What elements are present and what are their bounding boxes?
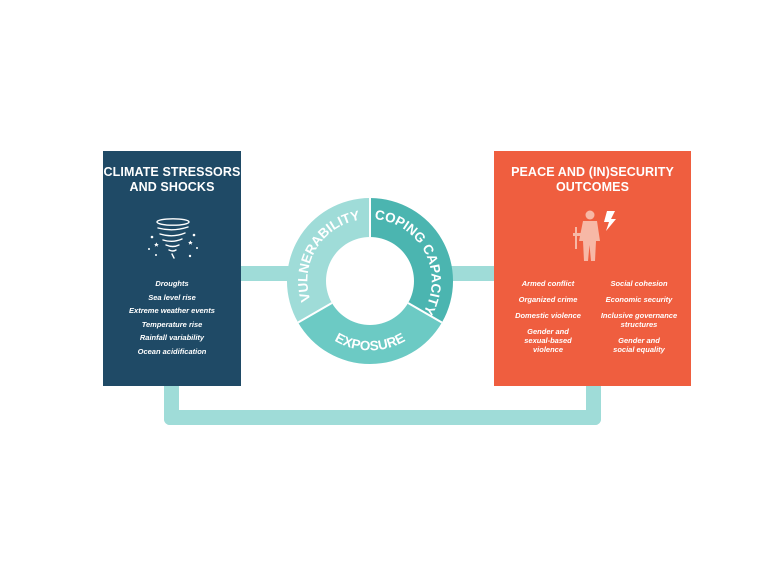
ring-segment-exposure: [298, 303, 442, 365]
feedback-loop-bottom: [164, 410, 601, 425]
list-item: Organized crime: [508, 295, 588, 304]
item-line: Inclusive governance: [600, 311, 678, 320]
list-item: Gender and social equality: [594, 336, 684, 354]
item-line: structures: [620, 320, 658, 329]
list-item: Social cohesion: [594, 279, 684, 288]
list-item: Gender and sexual-based violence: [508, 327, 588, 354]
tornado-icon: [148, 218, 198, 259]
armed-soldier-lightning-icon: [573, 210, 616, 261]
list-item: Armed conflict: [508, 279, 588, 288]
list-item: Inclusive governance structures: [594, 311, 684, 329]
peace-security-title: PEACE AND (IN)SECURITY OUTCOMES: [494, 165, 691, 195]
title-line: OUTCOMES: [555, 180, 630, 194]
ring-segment-vulnerability: [286, 198, 370, 323]
insecurity-outcomes-column: Armed conflict Organized crime Domestic …: [508, 279, 588, 361]
title-line: PEACE AND (IN)SECURITY: [511, 165, 674, 179]
ring-label-coping-capacity: COPING CAPACITY: [374, 207, 444, 317]
connector-left: [240, 266, 292, 281]
item-line: Armed conflict: [521, 279, 575, 288]
item-line: Social cohesion: [610, 279, 668, 288]
item-line: violence: [532, 345, 563, 354]
vulnerability-ring: VULNERABILITY COPING CAPACITY EXPOSURE: [286, 198, 454, 365]
peace-outcomes-column: Social cohesion Economic security Inclus…: [594, 279, 684, 361]
list-item: Extreme weather events: [129, 306, 215, 315]
item-line: Organized crime: [518, 295, 578, 304]
item-line: Gender and: [618, 336, 660, 345]
climate-stressors-box: CLIMATE STRESSORS AND SHOCKS: [103, 151, 241, 386]
list-item: Temperature rise: [141, 319, 203, 329]
list-item: Economic security: [594, 295, 684, 304]
peace-security-box: PEACE AND (IN)SECURITY OUTCOMES Armed co…: [494, 151, 691, 386]
title-line: CLIMATE STRESSORS: [103, 165, 241, 179]
list-item: Sea level rise: [148, 292, 196, 302]
item-line: Gender and: [527, 327, 569, 336]
ring-segment-coping-capacity: [370, 198, 454, 323]
list-item: Domestic violence: [508, 311, 588, 320]
title-line: AND SHOCKS: [129, 180, 215, 194]
list-item: Rainfall variability: [139, 333, 205, 342]
list-item: Droughts: [155, 279, 189, 288]
climate-stressors-list: Droughts Sea level rise Extreme weather …: [103, 279, 241, 360]
item-line: Domestic violence: [515, 311, 581, 320]
connector-right: [448, 266, 496, 281]
climate-stressors-title: CLIMATE STRESSORS AND SHOCKS: [103, 165, 241, 195]
item-line: Economic security: [605, 295, 673, 304]
list-item: Ocean acidification: [137, 346, 207, 356]
item-line: sexual-based: [524, 336, 572, 345]
item-line: social equality: [613, 345, 665, 354]
feedback-loop-right-leg: [586, 384, 601, 425]
ring-label-exposure: EXPOSURE: [333, 330, 408, 354]
